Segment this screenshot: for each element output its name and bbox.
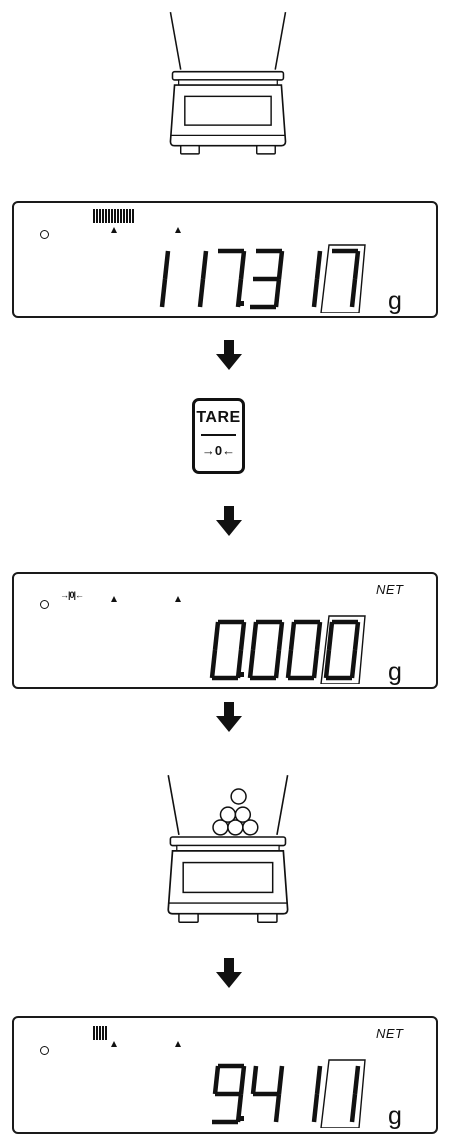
weight-display-1: g (12, 201, 438, 318)
weight-readout (159, 244, 366, 313)
bar-segment (126, 209, 128, 223)
bar-segment (93, 1026, 95, 1040)
digit (197, 250, 209, 308)
weight-readout (212, 1059, 366, 1128)
range-marker-icon (111, 596, 117, 602)
digit (311, 1065, 323, 1123)
range-marker-icon (111, 1041, 117, 1047)
zero-arrows-label: →0← (201, 443, 236, 458)
bar-segment (99, 209, 101, 223)
unit-label: g (388, 658, 402, 686)
bar-segment (117, 209, 119, 223)
net-indicator: NET (376, 582, 404, 597)
decimal-point (239, 672, 244, 677)
arrow-down-icon (216, 340, 242, 370)
range-marker-icon (111, 227, 117, 233)
digit (320, 1059, 366, 1128)
capacity-bar-graph (93, 209, 134, 223)
range-marker-icon (175, 596, 181, 602)
digit (320, 244, 366, 313)
bar-segment (111, 209, 113, 223)
weight-display-2: →|0|← NET g (12, 572, 438, 689)
unit-label: g (388, 1102, 402, 1130)
unit-label: g (388, 287, 402, 315)
digit (247, 619, 285, 681)
bar-segment (105, 209, 107, 223)
range-marker-icon (175, 1041, 181, 1047)
digit (311, 250, 323, 308)
arrow-down-icon (216, 702, 242, 732)
arrow-down-icon (216, 506, 242, 536)
tare-label: TARE (196, 409, 241, 426)
digit (250, 1065, 285, 1123)
balance-scale-with-samples-icon (167, 774, 289, 924)
stability-indicator-icon (40, 600, 49, 609)
arrow-down-icon (216, 958, 242, 988)
zero-indicator-icon: →|0|← (60, 590, 84, 600)
digit (285, 619, 323, 681)
bar-segment (93, 209, 95, 223)
digit (212, 1063, 247, 1125)
capacity-bar-graph (93, 1026, 107, 1040)
stability-indicator-icon (40, 1046, 49, 1055)
decimal-point (239, 301, 244, 306)
bar-segment (102, 209, 104, 223)
tare-button[interactable]: TARE →0← (192, 398, 245, 474)
range-marker-icon (175, 227, 181, 233)
bar-segment (108, 209, 110, 223)
digit (159, 250, 171, 308)
digit (218, 248, 247, 308)
bar-segment (96, 1026, 98, 1040)
weight-readout (209, 615, 366, 684)
bar-segment (114, 209, 116, 223)
bar-segment (120, 209, 122, 223)
bar-segment (102, 1026, 104, 1040)
digit (320, 615, 366, 684)
digit (250, 248, 285, 310)
bar-segment (105, 1026, 107, 1040)
bar-segment (129, 209, 131, 223)
digit (209, 619, 247, 681)
net-indicator: NET (376, 1026, 404, 1041)
stability-indicator-icon (40, 230, 49, 239)
weight-display-3: NET g (12, 1016, 438, 1134)
balance-scale-icon (169, 11, 287, 155)
tare-divider (201, 434, 236, 436)
bar-segment (96, 209, 98, 223)
bar-segment (123, 209, 125, 223)
bar-segment (132, 209, 134, 223)
bar-segment (99, 1026, 101, 1040)
decimal-point (239, 1116, 244, 1121)
